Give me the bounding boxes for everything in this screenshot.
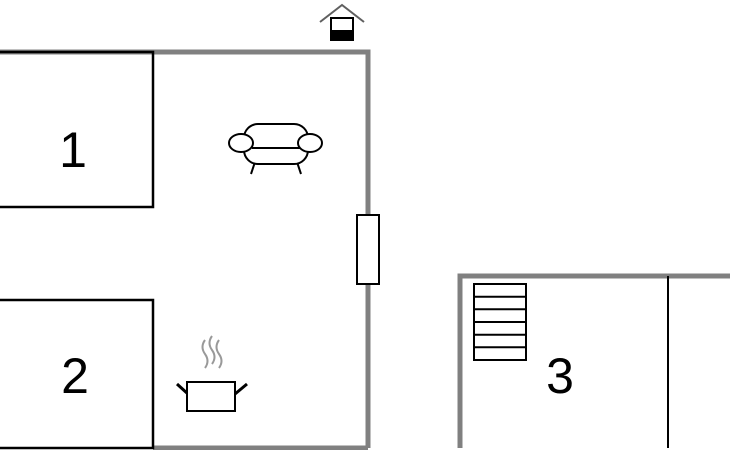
stairs-icon (473, 283, 527, 361)
room-2-label: 2 (61, 348, 89, 404)
room-1-outline (0, 50, 155, 209)
room-1: 1 (0, 50, 155, 209)
sofa-icon (228, 123, 323, 175)
room-3-label: 3 (546, 348, 574, 404)
annex-building: 3 (457, 273, 730, 448)
room-2: 2 (0, 298, 155, 450)
room-1-label: 1 (59, 122, 87, 178)
cooking-pot-icon (175, 335, 248, 412)
window-icon (356, 214, 380, 285)
annex-walls (457, 273, 730, 448)
room-2-outline (0, 298, 155, 450)
house-entrance-icon (319, 3, 365, 41)
